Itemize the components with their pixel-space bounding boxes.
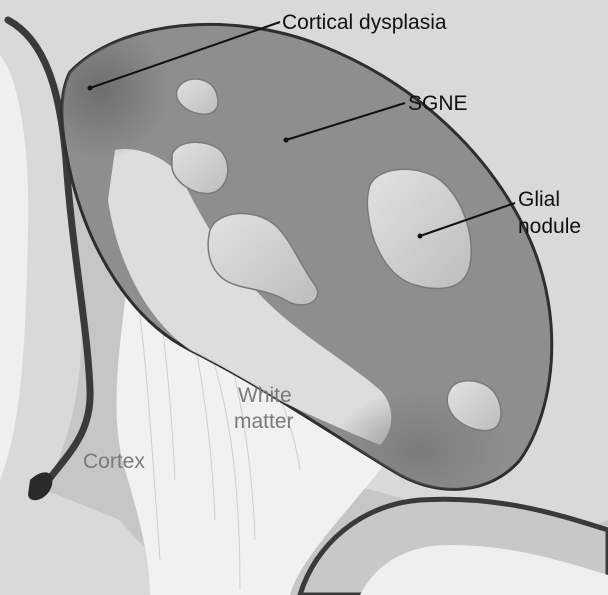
label-glial-line2: nodule (518, 215, 581, 238)
anchor-cortical-dysplasia (88, 86, 93, 91)
label-sgne: SGNE (408, 92, 468, 115)
label-cortical-dysplasia: Cortical dysplasia (282, 11, 447, 34)
anchor-glial-nodule (418, 234, 423, 239)
label-glial-line1: Glial (518, 188, 560, 211)
label-white-line2: matter (234, 410, 294, 433)
anchor-sgne (284, 138, 289, 143)
label-cortex: Cortex (83, 450, 145, 473)
label-white-line1: White (238, 384, 292, 407)
